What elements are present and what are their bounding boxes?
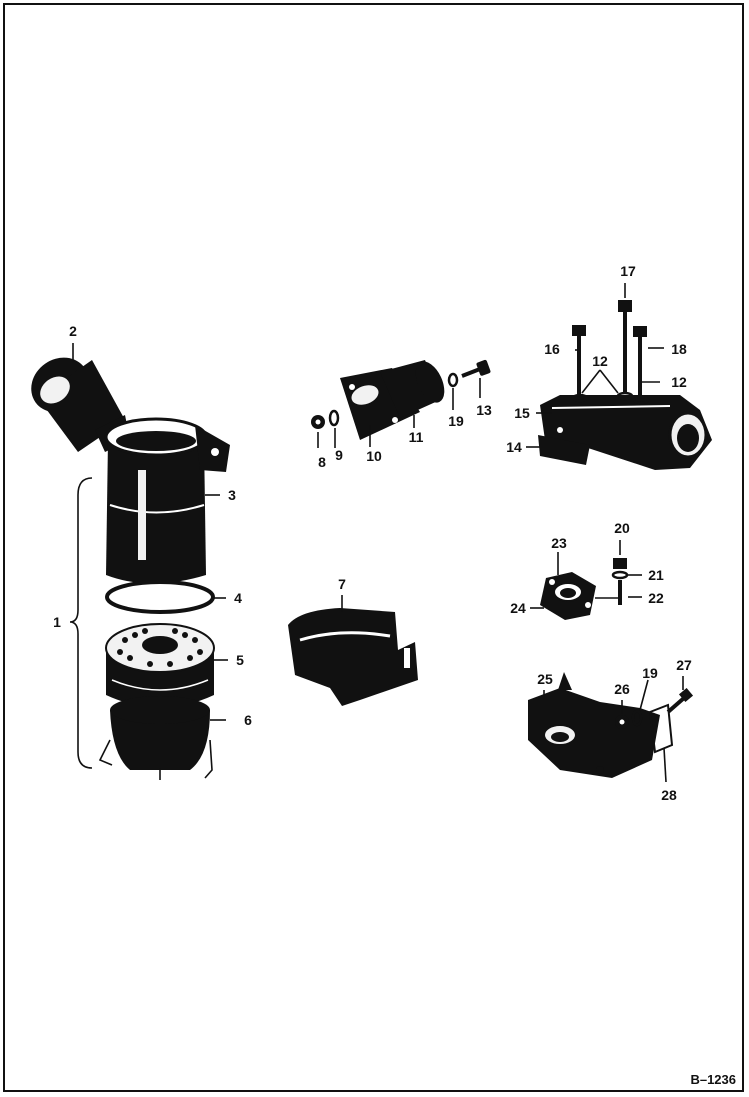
flange-adapter	[540, 572, 596, 620]
mounting-clamp	[288, 608, 418, 706]
callout-10: 10	[366, 448, 382, 464]
figure-number: B–1236	[690, 1072, 736, 1087]
washers-12	[571, 391, 650, 405]
callout-2: 2	[69, 323, 77, 339]
callout-7: 7	[338, 576, 346, 592]
callout-14: 14	[506, 439, 522, 455]
assembly-brace	[69, 477, 93, 769]
callout-27: 27	[676, 657, 692, 673]
washer-19b	[631, 709, 643, 727]
air-cleaner-element	[105, 623, 215, 708]
nut-8	[311, 415, 325, 429]
callout-19b: 19	[642, 665, 658, 681]
callout-12a: 12	[592, 353, 608, 369]
callout-20: 20	[614, 520, 630, 536]
callout-22: 22	[648, 590, 664, 606]
callout-17: 17	[620, 263, 636, 279]
callout-15: 15	[514, 405, 530, 421]
gasket-28	[648, 703, 674, 754]
washer-9	[328, 409, 340, 427]
nut-20	[613, 558, 627, 569]
callout-3: 3	[228, 487, 236, 503]
callout-9: 9	[335, 447, 343, 463]
callout-11: 11	[409, 429, 424, 445]
callout-16: 16	[544, 341, 560, 357]
nut-26	[615, 715, 629, 729]
washer-21	[611, 570, 629, 580]
callout-4: 4	[234, 590, 242, 606]
callout-25: 25	[537, 671, 553, 687]
air-cleaner-cup	[98, 696, 213, 780]
hose-adapter	[340, 360, 445, 440]
washer-19a	[447, 372, 459, 388]
callout-5: 5	[236, 652, 244, 668]
exhaust-manifold	[538, 395, 712, 470]
outlet-elbow	[528, 672, 660, 778]
bolt-13	[461, 359, 491, 378]
bolt-18	[633, 326, 647, 396]
bolt-27	[666, 687, 694, 714]
callout-12b: 12	[671, 374, 687, 390]
leader-lines	[72, 283, 684, 783]
callout-1: 1	[53, 614, 61, 630]
callout-21: 21	[648, 567, 664, 583]
air-cleaner-body	[104, 417, 230, 584]
callout-24: 24	[510, 600, 526, 616]
callout-6: 6	[244, 712, 252, 728]
callout-28: 28	[661, 787, 677, 803]
bolt-17	[618, 300, 632, 392]
air-cleaner-o-ring	[105, 580, 215, 614]
callout-8: 8	[318, 454, 326, 470]
callout-23: 23	[551, 535, 567, 551]
callout-19a: 19	[448, 413, 464, 429]
bolt-16	[572, 325, 586, 395]
callout-26: 26	[614, 681, 630, 697]
callout-labels: 1 2 3 4 5 6 7 8 9 10 11 12 12 12 13 14 1…	[53, 263, 692, 803]
callout-13: 13	[476, 402, 492, 418]
callout-18: 18	[671, 341, 687, 357]
